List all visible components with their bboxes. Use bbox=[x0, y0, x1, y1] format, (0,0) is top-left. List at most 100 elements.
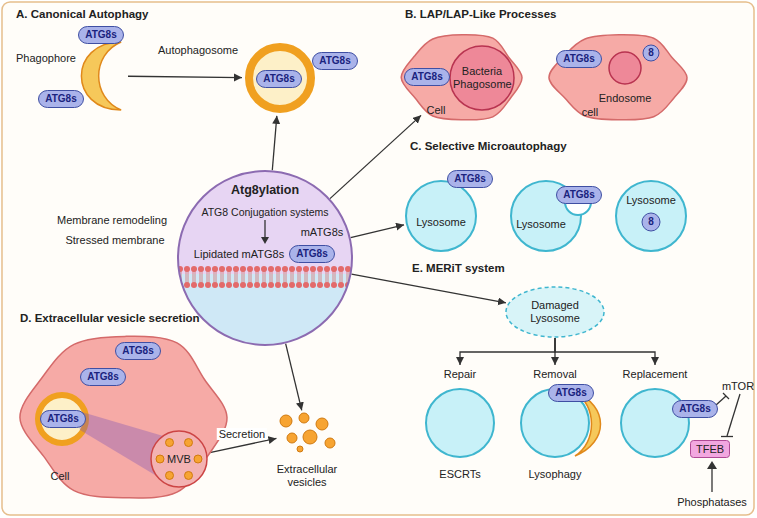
lipid-tail bbox=[340, 271, 341, 283]
inhibition-line bbox=[716, 396, 726, 405]
node-text: ATG8s bbox=[85, 29, 117, 41]
lipid-tail bbox=[279, 271, 280, 283]
lipid-tail bbox=[249, 271, 250, 283]
atg8-protein: ATG8s bbox=[40, 410, 86, 428]
lipid-head bbox=[247, 266, 253, 272]
pill-outline bbox=[557, 187, 602, 204]
lipid-head bbox=[282, 266, 288, 272]
shape-bounds bbox=[548, 384, 594, 402]
atg8-protein: ATG8s bbox=[556, 186, 602, 204]
lipid-head bbox=[184, 266, 190, 272]
shape-bounds bbox=[115, 342, 161, 360]
arrow-connector bbox=[128, 76, 242, 77]
shape-bounds bbox=[447, 170, 493, 188]
lipid-tail bbox=[342, 271, 343, 283]
panel-heading: D. Extracellular vesicle secretion bbox=[20, 312, 200, 325]
node-text: Repair bbox=[444, 368, 476, 381]
lipid-head bbox=[240, 266, 246, 272]
lipid-tail bbox=[223, 271, 224, 283]
lipid-tail bbox=[202, 271, 203, 283]
panel-heading: B. LAP/LAP-Like Processes bbox=[405, 8, 556, 21]
lipid-tail bbox=[347, 271, 348, 283]
lipid-tail bbox=[307, 271, 308, 283]
intraluminal-vesicle bbox=[166, 471, 174, 479]
node-text: Autophagosome bbox=[158, 44, 238, 57]
arrow-connector bbox=[352, 274, 506, 303]
node-text: Lipidated mATG8s bbox=[194, 248, 284, 261]
lipid-head bbox=[282, 282, 288, 288]
lipid-tail bbox=[263, 271, 264, 283]
node-text: 8 bbox=[648, 216, 654, 228]
node-text: Cell bbox=[51, 470, 70, 483]
lipid-head bbox=[233, 266, 239, 272]
cell-outline bbox=[401, 35, 522, 120]
lipid-tail bbox=[314, 271, 315, 283]
lipid-tail bbox=[188, 271, 189, 283]
shape-bounds bbox=[82, 40, 128, 112]
lysosome-circle bbox=[621, 389, 689, 457]
atg8-protein: ATG8s bbox=[672, 400, 718, 418]
lipid-head bbox=[303, 266, 309, 272]
lipid-head bbox=[261, 266, 267, 272]
shape-bounds bbox=[20, 330, 230, 505]
shape-bounds bbox=[289, 245, 335, 263]
lipid-tail bbox=[333, 271, 334, 283]
pill-outline bbox=[549, 385, 594, 402]
node-text: ATG8s bbox=[122, 345, 154, 357]
lipid-tail bbox=[300, 271, 301, 283]
shape-bounds bbox=[244, 42, 316, 114]
node-text: ESCRTs bbox=[439, 468, 480, 481]
intraluminal-vesicle bbox=[185, 439, 193, 447]
lipid-head bbox=[289, 282, 295, 288]
lipid-tail bbox=[286, 271, 287, 283]
arrow-connector bbox=[272, 116, 277, 170]
node-text: Atg8ylation bbox=[231, 183, 299, 197]
cytosol-area bbox=[177, 170, 353, 274]
shape-bounds bbox=[400, 30, 525, 125]
lipid-tail bbox=[293, 271, 294, 283]
lipid-head bbox=[205, 282, 211, 288]
dmg-shape: Damaged Lysosome bbox=[505, 286, 605, 338]
lipid-head bbox=[261, 282, 267, 288]
lipid-head bbox=[233, 282, 239, 288]
atg8-protein: ATG8s bbox=[447, 170, 493, 188]
tfeb-box bbox=[691, 441, 730, 458]
node-text: Endosome bbox=[599, 92, 652, 105]
lipid-head bbox=[296, 282, 302, 288]
lipid-tail bbox=[277, 271, 278, 283]
shape-bounds bbox=[548, 30, 690, 125]
pill-outline bbox=[257, 71, 302, 88]
ring-shape: AutophagosomeATG8s bbox=[160, 40, 320, 116]
lipid-head bbox=[219, 282, 225, 288]
node-text: ATG8s bbox=[263, 73, 295, 85]
atg8-protein: ATG8s bbox=[78, 26, 124, 44]
inhibition-line bbox=[727, 394, 740, 436]
lipid-head bbox=[268, 282, 274, 288]
small-circle bbox=[642, 213, 660, 231]
node-text: Cell bbox=[427, 104, 446, 117]
damaged-lysosome bbox=[506, 287, 604, 337]
lipid-head bbox=[275, 282, 281, 288]
node-text: ATG8s bbox=[563, 53, 595, 65]
endosome bbox=[609, 52, 641, 84]
lipid-head bbox=[205, 266, 211, 272]
lipid-tail bbox=[291, 271, 292, 283]
node-text: ATG8s bbox=[319, 55, 351, 67]
lipid-tail bbox=[228, 271, 229, 283]
lys-shape: LysosomeATG8s bbox=[405, 180, 477, 252]
lipid-head bbox=[191, 282, 197, 288]
shape-bounds bbox=[150, 430, 208, 488]
lipid-head bbox=[317, 266, 323, 272]
atg8-protein: ATG8s bbox=[80, 368, 126, 386]
lipid-tail bbox=[216, 271, 217, 283]
pill-outline bbox=[39, 91, 84, 108]
lipid-head bbox=[310, 266, 316, 272]
shape-bounds bbox=[556, 186, 602, 204]
lipid-tail bbox=[305, 271, 306, 283]
lysosome-circle bbox=[616, 181, 686, 251]
panel-heading: C. Selective Microautophagy bbox=[410, 140, 567, 153]
pill-outline bbox=[79, 27, 124, 44]
lipid-head bbox=[317, 282, 323, 288]
lipid-head bbox=[198, 266, 204, 272]
lipid-head bbox=[226, 266, 232, 272]
